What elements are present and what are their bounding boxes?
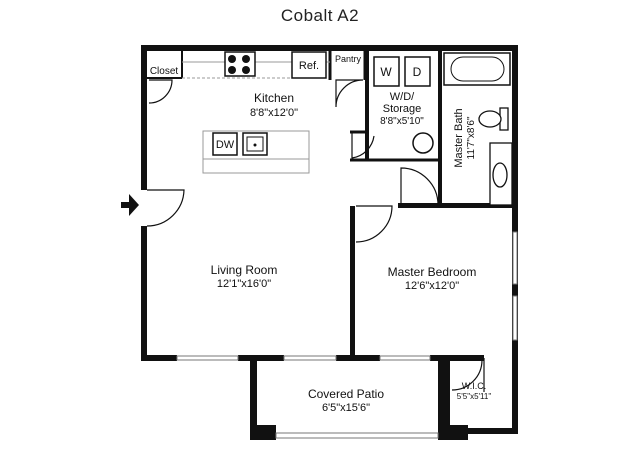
refrigerator-label: Ref. bbox=[299, 60, 319, 72]
living-room-size: 12'1"x16'0" bbox=[217, 278, 271, 290]
dryer-label: D bbox=[413, 65, 422, 79]
doors bbox=[146, 79, 485, 392]
pantry-label: Pantry bbox=[335, 54, 362, 64]
master-bath-name: Master Bath bbox=[453, 108, 465, 167]
living-room-name: Living Room bbox=[211, 263, 278, 277]
wd-door bbox=[351, 132, 375, 159]
refrigerator bbox=[291, 51, 327, 79]
wic-door bbox=[451, 359, 483, 391]
exterior-walls bbox=[141, 45, 518, 440]
washer-label: W bbox=[380, 65, 392, 79]
arrow-right-icon bbox=[121, 194, 139, 216]
wd-storage-name-line2: Storage bbox=[383, 103, 422, 115]
covered-patio-name: Covered Patio bbox=[308, 387, 384, 401]
interior-walls bbox=[147, 51, 442, 205]
windows bbox=[176, 231, 518, 439]
toilet-icon bbox=[478, 107, 509, 131]
bedroom-door bbox=[355, 205, 393, 243]
plan-title: Cobalt A2 bbox=[280, 6, 360, 25]
master-bath-size: 11'7"x8'6" bbox=[466, 116, 477, 159]
bathtub-icon bbox=[443, 52, 511, 86]
wd-storage-name-line1: W/D/ bbox=[390, 91, 415, 103]
master-bedroom-size: 12'6"x12'0" bbox=[405, 280, 459, 292]
closet-label: Closet bbox=[150, 66, 179, 77]
kitchen-name: Kitchen bbox=[254, 91, 294, 105]
water-heater-icon bbox=[412, 132, 434, 154]
wic-size: 5'5"x5'11" bbox=[457, 392, 492, 401]
wd-storage-size: 8'8"x5'10" bbox=[380, 116, 424, 127]
master-bedroom-name: Master Bedroom bbox=[388, 265, 477, 279]
bath-door bbox=[400, 167, 439, 206]
washer bbox=[373, 56, 400, 87]
vanity bbox=[489, 142, 513, 206]
wic-name: W.I.C. bbox=[462, 381, 487, 391]
kitchen-island bbox=[202, 130, 310, 174]
stove-icon bbox=[224, 51, 256, 77]
dishwasher-label: DW bbox=[216, 139, 235, 151]
kitchen-size: 8'8"x12'0" bbox=[250, 107, 298, 119]
pantry-door bbox=[335, 79, 364, 108]
covered-patio-size: 6'5"x15'6" bbox=[322, 402, 370, 414]
entry-door bbox=[146, 189, 185, 227]
closet-door bbox=[148, 79, 173, 104]
dryer bbox=[404, 56, 431, 87]
